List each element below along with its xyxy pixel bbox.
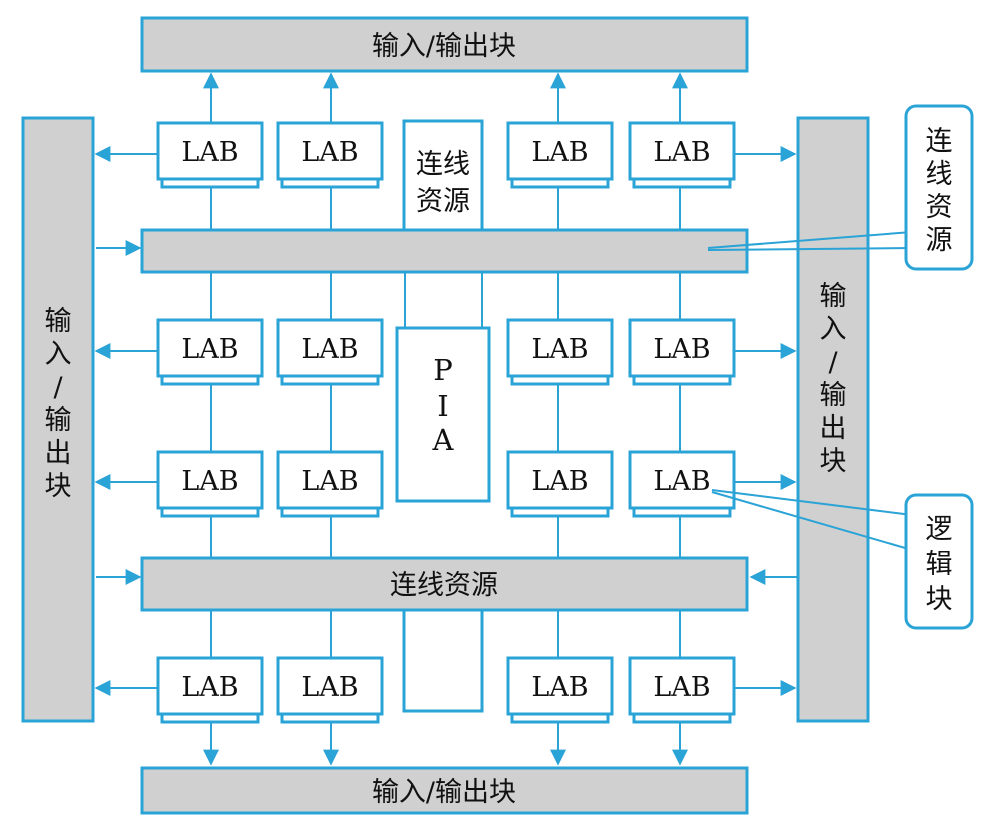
lab-block: LAB	[506, 656, 614, 724]
lab-label: LAB	[531, 672, 588, 703]
svg-text:连线资源: 连线资源	[926, 126, 953, 256]
lab-block: LAB	[506, 450, 614, 518]
lab-block: LAB	[276, 121, 384, 189]
lab-label: LAB	[301, 334, 358, 365]
lab-label: LAB	[531, 137, 588, 168]
svg-text:A: A	[432, 423, 455, 457]
lab-label: LAB	[301, 466, 358, 497]
svg-text:I: I	[437, 389, 448, 423]
lab-block: LAB	[628, 318, 736, 386]
lab-block: LAB	[276, 450, 384, 518]
lab-label: LAB	[653, 466, 710, 497]
callout-interconnect: 连线资源	[707, 104, 974, 271]
lab-label: LAB	[181, 672, 238, 703]
lab-block: LAB	[506, 318, 614, 386]
lab-label: LAB	[653, 334, 710, 365]
svg-text:资源: 资源	[416, 186, 470, 217]
svg-text:输入/输出块: 输入/输出块	[820, 281, 847, 477]
io-block-bottom: 输入/输出块	[140, 766, 749, 815]
interconnect-bar-bottom: 连线资源	[140, 556, 749, 612]
lab-label: LAB	[181, 137, 238, 168]
lab-label: LAB	[531, 466, 588, 497]
lab-label: LAB	[653, 672, 710, 703]
io-block-left: 输入/输出块	[21, 116, 95, 723]
io-block-top: 输入/输出块	[140, 16, 749, 73]
lab-label: LAB	[653, 137, 710, 168]
wires	[94, 72, 797, 766]
lab-block: LAB	[156, 121, 264, 189]
pia-block: P I A	[395, 326, 491, 503]
lab-block: LAB	[156, 656, 264, 724]
lab-block: LAB	[628, 121, 736, 189]
lab-label: LAB	[301, 672, 358, 703]
lab-label: LAB	[301, 137, 358, 168]
lab-label: LAB	[181, 466, 238, 497]
lab-block: LAB	[276, 318, 384, 386]
lab-block: LAB	[276, 656, 384, 724]
interconnect-column-top: 连线 资源	[402, 119, 484, 232]
lab-label: LAB	[181, 334, 238, 365]
svg-text:输入/输出块: 输入/输出块	[372, 31, 516, 62]
lab-block: LAB	[156, 450, 264, 518]
interconnect-column-bottom	[402, 608, 484, 713]
svg-text:连线: 连线	[416, 149, 470, 180]
callout-logic-block: 逻辑块	[711, 489, 974, 630]
svg-text:逻辑块: 逻辑块	[926, 514, 953, 615]
svg-text:输入/输出块: 输入/输出块	[372, 777, 516, 808]
lab-block: LAB	[628, 450, 736, 518]
interconnect-bar-top	[140, 228, 749, 274]
svg-text:连线资源: 连线资源	[390, 570, 498, 601]
lab-grid: LAB LAB LAB LAB LAB LAB LAB LAB LAB LAB LAB LAB LAB L…	[156, 121, 736, 724]
io-block-right: 输入/输出块	[796, 116, 870, 723]
lab-block: LAB	[628, 656, 736, 724]
svg-text:P: P	[433, 353, 453, 387]
svg-text:输入/输出块: 输入/输出块	[45, 306, 72, 502]
lab-block: LAB	[156, 318, 264, 386]
lab-block: LAB	[506, 121, 614, 189]
lab-label: LAB	[531, 334, 588, 365]
